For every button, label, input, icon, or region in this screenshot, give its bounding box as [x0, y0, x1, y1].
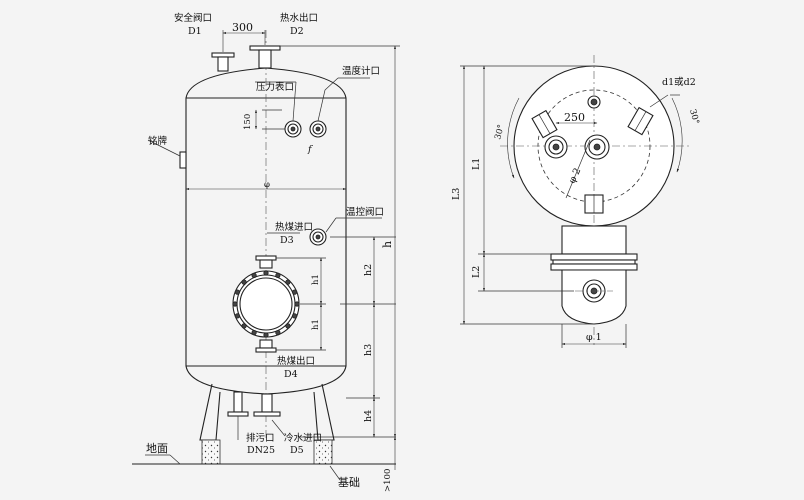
flange-bolt	[241, 323, 247, 329]
support-legs	[199, 383, 335, 465]
flange-bolt	[291, 313, 298, 319]
label-cold-water-in: 冷水进口	[284, 432, 322, 444]
flange-bolt	[232, 301, 238, 307]
temp-control-valve-port	[309, 228, 327, 246]
flange-bolt	[234, 313, 240, 319]
flange-bolt	[263, 332, 269, 338]
label-heat-medium-out: 热煤出口	[277, 355, 315, 367]
label-150: 150	[243, 114, 253, 130]
safety-valve-nozzle	[211, 52, 235, 72]
label-250: 250	[564, 111, 585, 124]
label-d3: D3	[280, 235, 294, 246]
flange-bolt	[275, 272, 281, 278]
left-nozzle-flange	[544, 135, 568, 159]
label-angle-left: 30°	[493, 124, 507, 141]
hot-water-outlet-nozzle	[249, 45, 281, 69]
flange-bolt	[263, 270, 269, 276]
pressure-gauge-port	[284, 120, 302, 138]
flange-bolt	[251, 329, 257, 336]
flange-bolt	[234, 289, 240, 295]
label-d2: D2	[290, 26, 304, 37]
flange-bolts	[232, 270, 300, 338]
flange-bolt	[291, 289, 298, 295]
label-d1: D1	[188, 26, 202, 37]
label-diameter-center: φ	[264, 180, 270, 190]
label-L2: L2	[471, 266, 482, 278]
label-d4: D4	[284, 369, 298, 380]
bottom-lug	[584, 194, 604, 214]
drain-nozzle	[227, 391, 249, 417]
neck	[561, 225, 627, 255]
thermometer-port	[309, 120, 327, 138]
top-view	[460, 55, 690, 348]
manhole-flange	[232, 270, 300, 338]
label-dn25: DN25	[247, 445, 275, 456]
center-nozzle-flange	[584, 134, 610, 160]
label-h1-upper: h1	[311, 274, 321, 285]
label-L3: L3	[451, 188, 462, 200]
label-h: h	[381, 241, 394, 248]
cold-water-inlet-nozzle	[253, 393, 281, 417]
heat-medium-outlet-nozzle	[255, 339, 277, 353]
lifting-lug-right	[627, 106, 654, 136]
label-h1-lower: h1	[311, 319, 321, 330]
label-gt100: >100	[383, 469, 393, 492]
label-hot-water-out: 热水出口	[280, 12, 318, 24]
label-f: f	[307, 144, 313, 155]
top-port	[587, 95, 601, 109]
label-angle-right: 30°	[687, 108, 701, 125]
label-drain: 排污口	[246, 432, 275, 444]
label-h4: h4	[363, 410, 374, 422]
label-d5: D5	[290, 445, 304, 456]
flange-bolt	[275, 329, 281, 336]
heat-medium-inlet-nozzle	[255, 255, 277, 269]
front-view	[132, 30, 400, 481]
label-safety-valve: 安全阀口	[174, 12, 212, 24]
label-foundation: 基础	[338, 476, 360, 489]
nameplate-bracket	[179, 151, 187, 169]
label-pressure-gauge: 压力表口	[256, 81, 294, 93]
flange-bolt	[294, 301, 300, 307]
lifting-lug-left	[531, 109, 558, 139]
label-heat-medium-in: 热煤进口	[275, 221, 313, 233]
label-d1-or-d2: d1或d2	[662, 76, 696, 88]
label-ground: 地面	[146, 442, 168, 455]
label-h3: h3	[363, 344, 374, 356]
label-temp-control-valve: 温控阀口	[346, 206, 384, 218]
flange-bolt	[285, 323, 291, 329]
label-300: 300	[232, 21, 253, 34]
flange-bolt	[285, 279, 291, 285]
label-nameplate: 铭牌	[148, 135, 168, 147]
label-L1: L1	[471, 158, 482, 170]
label-phi1: φ 1	[586, 332, 602, 343]
body-flange	[550, 253, 638, 271]
flange-bolt	[241, 279, 247, 285]
flange-bolt	[251, 272, 257, 278]
label-thermometer: 温度计口	[342, 65, 380, 77]
label-h2: h2	[363, 264, 374, 276]
